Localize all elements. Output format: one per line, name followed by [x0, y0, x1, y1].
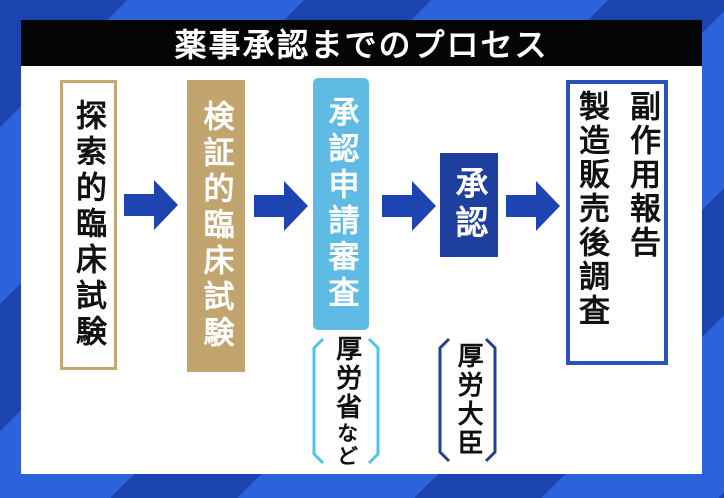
annotation-mhlw: 厚労省など: [312, 334, 380, 468]
arrow-right-icon: [506, 179, 562, 233]
annotation-mhlw-minister: 厚労大臣: [438, 337, 497, 463]
annotation-label: 厚労大臣: [453, 342, 484, 458]
annotation-label: 厚労省など: [331, 334, 362, 468]
annotation-main-text: 厚労省: [331, 334, 362, 422]
annotation-suffix-text: など: [334, 421, 359, 468]
step-label-column-left: 製造販売後調査: [573, 90, 609, 328]
title-bar: 薬事承認までのプロセス: [21, 20, 702, 66]
step-label-columns: 副作用報告 製造販売後調査: [569, 84, 665, 361]
bracket-icon: [312, 337, 380, 465]
annotation-main-text: 厚労大臣: [453, 342, 484, 458]
step-label: 探索的臨床試験: [70, 99, 106, 351]
bracket-icon: [438, 337, 497, 463]
page-title: 薬事承認までのプロセス: [174, 26, 549, 64]
step-label: 承認申請審査: [322, 96, 359, 312]
step-label-column-right: 副作用報告: [624, 90, 660, 260]
arrow-right-icon: [254, 179, 310, 233]
content-panel: 薬事承認までのプロセス 探索的臨床試験 検証的臨床試験 承認申請審査 承認 副作…: [21, 20, 702, 474]
step-post-marketing-surveillance: 副作用報告 製造販売後調査: [566, 80, 668, 365]
step-approval-application-review: 承認申請審査: [313, 78, 369, 330]
step-label: 検証的臨床試験: [197, 100, 234, 352]
arrow-right-icon: [382, 179, 438, 233]
step-approval: 承認: [440, 153, 498, 257]
step-confirmatory-clinical-trial: 検証的臨床試験: [187, 80, 245, 372]
arrow-right-icon: [124, 178, 180, 232]
step-label: 承認: [450, 166, 489, 244]
step-exploratory-clinical-trial: 探索的臨床試験: [60, 80, 117, 370]
